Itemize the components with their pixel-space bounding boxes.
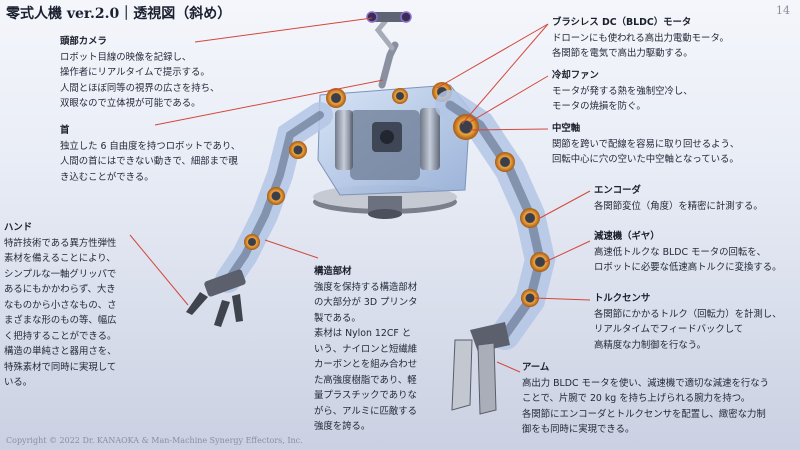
annotation-text: ロボット目線の映像を記録し、 操作者にリアルタイムで提示する。 人間とほぼ同等の… [60, 51, 220, 110]
neck-and-head-camera [366, 11, 412, 89]
page-number: 14 [776, 4, 790, 17]
annotation-title: 中空軸 [552, 123, 581, 134]
copyright: Copyright © 2022 Dr. KANAOKA & Man-Machi… [6, 436, 303, 445]
annotation-title: トルクセンサ [594, 293, 651, 304]
annotation-title: 減速機（ギヤ） [594, 231, 660, 242]
annotation-arm: アーム 高出力 BLDC モータを使い、減速機で適切な減速を行なう ことで、片腕… [522, 360, 797, 438]
annotation-text: 高速低トルクな BLDC モータの回転を、 ロボットに必要な低速高トルクに変換す… [594, 246, 782, 274]
annotation-title: 首 [60, 125, 70, 136]
leader-lines [129, 17, 591, 373]
annotation-bldc-motor: ブラシレス DC（BLDC）モータ ドローンにも使われる高出力電動モータ。 各関… [552, 15, 792, 62]
annotation-title: 冷却ファン [552, 70, 599, 81]
annotation-hollow-shaft: 中空軸 関節を跨いで配線を容易に取り回せるよう、 回転中心に穴の空いた中空軸とな… [552, 121, 792, 168]
annotation-neck: 首 独立した 6 自由度を持つロボットであり、 人間の首にはできない動きで、細部… [60, 123, 320, 185]
annotation-text: 関節を跨いで配線を容易に取り回せるよう、 回転中心に穴の空いた中空軸となっている… [552, 138, 740, 166]
annotation-title: ブラシレス DC（BLDC）モータ [552, 17, 692, 28]
annotation-title: アーム [522, 362, 550, 373]
annotation-title: ハンド [4, 222, 33, 233]
annotation-text: ドローンにも使われる高出力電動モータ。 各関節を電気で高出力駆動する。 [552, 32, 729, 60]
annotation-reducer: 減速機（ギヤ） 高速低トルクな BLDC モータの回転を、 ロボットに必要な低速… [594, 229, 794, 276]
torso [317, 82, 471, 196]
right-arm [435, 90, 556, 350]
annotation-head-camera: 頭部カメラ ロボット目線の映像を記録し、 操作者にリアルタイムで提示する。 人間… [60, 34, 320, 112]
annotation-text: 独立した 6 自由度を持つロボットであり、 人間の首にはできない動きで、細部まで… [60, 140, 241, 183]
annotation-text: 高出力 BLDC モータを使い、減速機で適切な減速を行なう ことで、片腕で 20… [522, 377, 770, 436]
annotation-text: 各関節変位（角度）を精密に計測する。 [594, 200, 763, 212]
annotation-structure: 構造部材 強度を保持する構造部材 の大部分が 3D プリンタ 製である。 素材は… [314, 264, 464, 435]
annotation-text: 特許技術である異方性弾性 素材を備えることにより、 シンプルな一軸グリッパで あ… [4, 237, 117, 389]
annotation-hand: ハンド 特許技術である異方性弾性 素材を備えることにより、 シンプルな一軸グリッ… [4, 220, 154, 391]
annotation-title: 頭部カメラ [60, 36, 107, 47]
left-gripper [186, 269, 246, 327]
right-gripper [451, 322, 510, 415]
annotation-text: 各関節にかかるトルク（回転力）を計測し、 リアルタイムでフィードバックして 高精… [594, 308, 782, 351]
annotation-cooling-fan: 冷却ファン モータが発する熱を強制空冷し、 モータの焼損を防ぐ。 [552, 68, 792, 115]
annotation-title: エンコーダ [594, 185, 641, 196]
annotation-title: 構造部材 [314, 266, 352, 277]
left-arm [215, 102, 333, 293]
annotation-text: モータが発する熱を強制空冷し、 モータの焼損を防ぐ。 [552, 85, 693, 113]
annotation-torque-sensor: トルクセンサ 各関節にかかるトルク（回転力）を計測し、 リアルタイムでフィードバ… [594, 291, 794, 353]
annotation-text: 強度を保持する構造部材 の大部分が 3D プリンタ 製である。 素材は Nylo… [314, 281, 418, 433]
annotation-encoder: エンコーダ 各関節変位（角度）を精密に計測する。 [594, 183, 794, 214]
page-title: 零式人機 ver.2.0｜透視図（斜め） [6, 6, 232, 22]
